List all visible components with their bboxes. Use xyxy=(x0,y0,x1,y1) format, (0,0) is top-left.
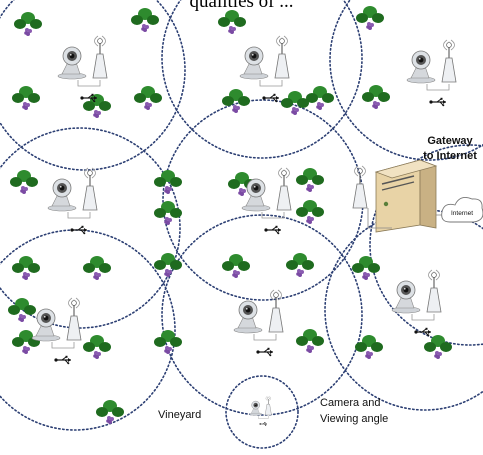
vine-icon xyxy=(286,253,314,277)
gateway-label-line2: to Internet xyxy=(423,150,477,162)
vine-icon xyxy=(154,170,182,194)
gateway-label-line1: Gateway xyxy=(427,135,473,147)
coverage-circle xyxy=(324,209,483,411)
coverage-circle xyxy=(0,127,181,329)
vine-icon xyxy=(83,335,111,359)
coverage-circle xyxy=(329,0,483,161)
legend-vineyard-label: Vineyard xyxy=(158,409,201,421)
vine-icon xyxy=(10,170,38,194)
top-caption: quâlities of ... xyxy=(189,0,294,12)
camera-node xyxy=(407,40,456,106)
vine-icon xyxy=(131,8,159,32)
vine-icon xyxy=(218,10,246,34)
vine-icon xyxy=(96,400,124,424)
legend-coverage-circle xyxy=(225,375,299,449)
antenna-icon xyxy=(352,165,368,209)
coverage-circle xyxy=(161,214,363,416)
vine-icon xyxy=(222,89,250,113)
server-icon xyxy=(374,159,438,233)
vine-icon xyxy=(12,86,40,110)
coverage-circle xyxy=(0,229,176,431)
vine-icon xyxy=(362,85,390,109)
camera-node xyxy=(242,168,291,234)
vine-icon xyxy=(356,6,384,30)
vine-icon xyxy=(8,298,36,322)
vine-icon xyxy=(14,12,42,36)
vine-icon xyxy=(154,330,182,354)
coverage-circle xyxy=(161,0,363,159)
vine-icon xyxy=(12,330,40,354)
vine-icon xyxy=(12,256,40,280)
legend-camera-label-line1: Camera and xyxy=(320,397,381,409)
legend-camera-label-line2: Viewing angle xyxy=(320,413,388,425)
vine-icon xyxy=(83,256,111,280)
cloud-icon: Internet xyxy=(441,197,483,223)
vine-icon xyxy=(424,335,452,359)
vine-icon xyxy=(296,329,324,353)
vine-icon xyxy=(222,254,250,278)
coverage-circle xyxy=(369,144,483,346)
legend-camera-icon xyxy=(249,396,271,426)
camera-node xyxy=(240,36,289,102)
vine-icon xyxy=(296,168,324,192)
camera-node xyxy=(48,168,97,234)
coverage-circle xyxy=(0,0,186,171)
legend: Vineyard Camera and Viewing angle xyxy=(96,375,388,449)
cloud-label: Internet xyxy=(451,210,473,217)
camera-node xyxy=(58,36,107,102)
gateway: Internet Gateway to Internet xyxy=(352,135,483,233)
vine-icon xyxy=(134,86,162,110)
vine-icon xyxy=(296,200,324,224)
camera-node xyxy=(392,270,441,336)
vine-icon xyxy=(281,91,309,115)
vine-icon xyxy=(306,86,334,110)
camera-node xyxy=(32,298,81,364)
